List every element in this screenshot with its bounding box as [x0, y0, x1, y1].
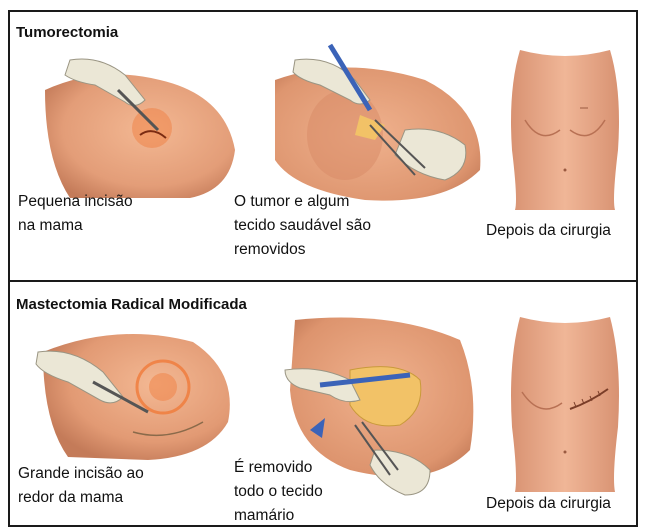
illustration-tissue-removal — [280, 310, 480, 500]
section-title-mastectomia: Mastectomia Radical Modificada — [16, 296, 247, 313]
illustration-after-lumpectomy — [500, 50, 630, 210]
illustration-large-incision — [28, 312, 238, 462]
diagram-frame: Tumorectomia Pequena incisão na mama — [8, 10, 638, 527]
illustration-after-mastectomy — [500, 317, 630, 492]
illustration-small-incision — [40, 40, 240, 200]
caption-after-lumpectomy: Depois da cirurgia — [486, 222, 611, 239]
section-divider — [10, 280, 636, 282]
section-title-tumorectomia: Tumorectomia — [16, 24, 119, 41]
caption-small-incision: Pequena incisão na mama — [18, 193, 133, 234]
caption-tumor-removal: O tumor e algum tecido saudável são remo… — [234, 193, 372, 258]
caption-tissue-removal: É removido todo o tecido mamário — [234, 459, 323, 524]
caption-after-mastectomy: Depois da cirurgia — [486, 495, 611, 512]
caption-large-incision: Grande incisão ao redor da mama — [18, 465, 144, 506]
illustration-tumor-removal — [275, 40, 485, 205]
